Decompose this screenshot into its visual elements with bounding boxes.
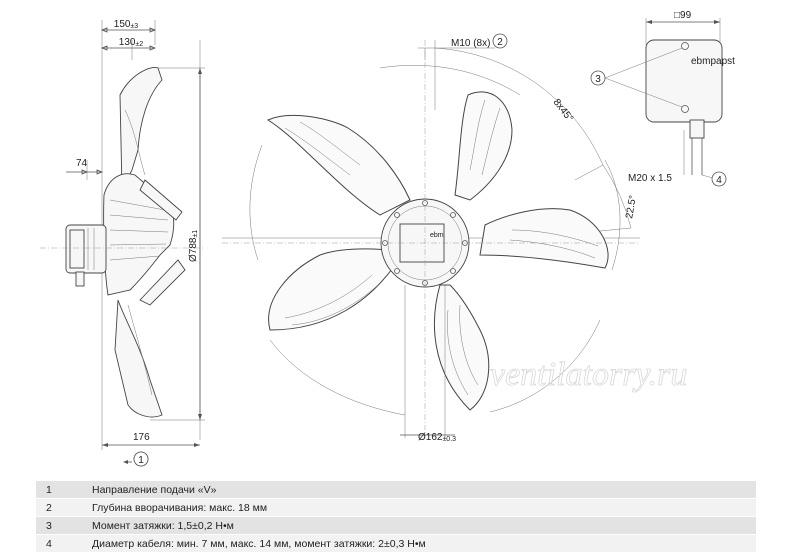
dim-m20: M20 x 1.5: [628, 173, 672, 184]
svg-text:2: 2: [497, 37, 503, 48]
legend-number: 2: [36, 498, 82, 517]
dim-176: 176: [133, 432, 150, 443]
front-view: ebm: [222, 40, 640, 438]
legend-text: Момент затяжки: 1,5±0,2 Н•м: [82, 516, 756, 535]
legend-number: 1: [36, 481, 82, 499]
dim-22-5: 22.5°: [624, 194, 639, 219]
callout-3: 3: [590, 70, 606, 86]
dim-150: 150±3: [114, 19, 139, 30]
legend-table: 1 Направление подачи «V» 2 Глубина ввора…: [36, 481, 756, 553]
legend-text: Направление подачи «V»: [82, 481, 756, 499]
legend-row: 4 Диаметр кабеля: мин. 7 мм, макс. 14 мм…: [36, 534, 756, 553]
svg-text:3: 3: [595, 74, 601, 85]
brand-tag: ebmpapst: [691, 56, 735, 67]
dim-788: Ø788±1: [188, 230, 199, 262]
technical-drawing: ebm 150±3 130±2 74 Ø78: [40, 10, 735, 467]
callout-2: 2: [492, 33, 508, 49]
legend-row: 3 Момент затяжки: 1,5±0,2 Н•м: [36, 516, 756, 535]
legend-number: 4: [36, 534, 82, 553]
dim-m10: M10 (8x): [451, 38, 490, 49]
watermark: ventilatorry.ru: [490, 356, 687, 393]
dim-162: Ø162±0.3: [418, 432, 456, 443]
legend-number: 3: [36, 516, 82, 535]
legend-row: 2 Глубина вворачивания: макс. 18 мм: [36, 498, 756, 517]
legend-text: Глубина вворачивания: макс. 18 мм: [82, 498, 756, 517]
callout-1: 1: [133, 451, 149, 467]
dim-8x45: 8x45°: [551, 97, 575, 124]
svg-text:ebm: ebm: [430, 232, 444, 239]
svg-text:1: 1: [138, 455, 144, 466]
side-view: [40, 20, 205, 467]
callout-4: 4: [711, 171, 727, 187]
legend-text: Диаметр кабеля: мин. 7 мм, макс. 14 мм, …: [82, 534, 756, 553]
dim-99: □99: [674, 10, 692, 21]
dim-74: 74: [76, 158, 88, 169]
dim-130: 130±2: [119, 37, 144, 48]
svg-text:4: 4: [716, 175, 722, 186]
legend-row: 1 Направление подачи «V»: [36, 481, 756, 499]
terminal-box-view: [604, 18, 723, 179]
